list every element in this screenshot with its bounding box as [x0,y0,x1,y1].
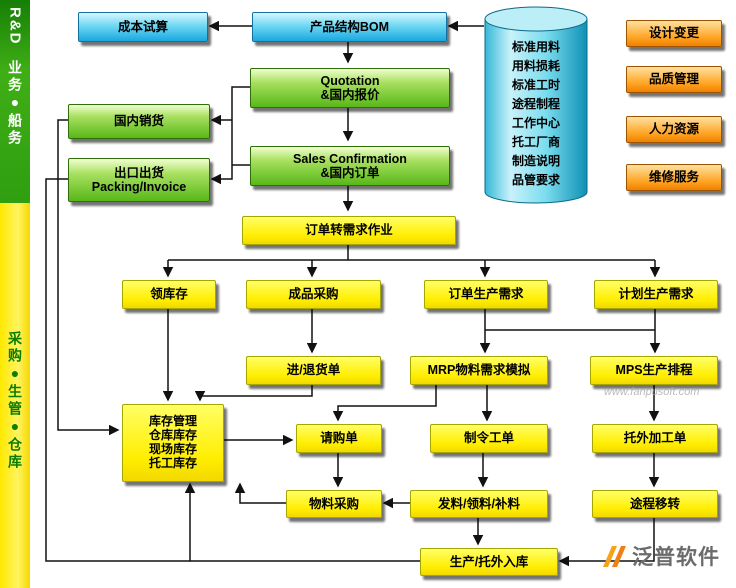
node-export-shipment-line1: 出口出货 [113,165,164,180]
node-outsourcing-order-label: 托外加工单 [623,431,687,446]
node-mrp-simulation-label: MRP物料需求模拟 [427,363,531,378]
node-quality-management-label: 品质管理 [648,72,699,87]
node-material-issue-label: 发料/领料/补料 [438,496,520,511]
node-human-resources-label: 人力资源 [648,122,699,137]
node-purchase-requisition-label: 请购单 [320,431,358,446]
node-cost-trial-label: 成本试算 [117,19,168,34]
brand-logo-icon [603,545,626,567]
node-inventory-line: 托工库存 [148,455,197,470]
node-master-data-cylinder: 标准用料 用料损耗 标准工时 途程制程 工作中心 托工厂商 制造说明 品管要求 [484,6,588,204]
cylinder-line: 标准用料 [511,40,560,54]
node-order-production-demand-label: 订单生产需求 [448,287,524,302]
node-production-inbound: 生产/托外入库 [420,548,558,576]
node-domestic-sales-label: 国内销货 [113,114,164,129]
cylinder-line: 托工厂商 [511,135,560,149]
node-finished-goods-purchase: 成品采购 [246,280,381,309]
node-material-issue: 发料/领料/补料 [410,490,548,518]
node-design-change: 设计变更 [626,20,722,47]
cylinder-text: 标准用料 用料损耗 标准工时 途程制程 工作中心 托工厂商 制造说明 品管要求 [484,38,588,190]
node-cost-trial: 成本试算 [78,12,208,42]
node-planned-production-demand: 计划生产需求 [594,280,718,309]
node-product-bom: 产品结构BOM [252,12,447,42]
node-receipt-return-note-label: 进/退货单 [286,363,341,378]
node-quotation-line2: &国内报价 [320,88,380,102]
node-quotation-line1: Quotation [320,73,380,88]
node-sales-confirmation: Sales Confirmation &国内订单 [250,146,450,186]
sidebar-rd-business-strip: R&D 业务●船务 [0,0,30,203]
node-product-bom-label: 产品结构BOM [309,19,390,34]
node-route-transfer: 途程移转 [592,490,718,518]
node-sales-confirmation-line2: &国内订单 [320,166,380,180]
node-purchase-requisition: 请购单 [296,424,382,453]
node-route-transfer-label: 途程移转 [629,496,680,511]
node-export-shipment-line2: Packing/Invoice [91,180,187,194]
node-pick-stock-label: 领库存 [150,287,188,302]
node-order-production-demand: 订单生产需求 [424,280,548,309]
node-quality-management: 品质管理 [626,66,722,93]
cylinder-line: 途程制程 [511,97,560,111]
cylinder-line: 标准工时 [511,78,560,92]
node-inventory-line: 仓库库存 [148,428,197,443]
node-inventory-line: 库存管理 [148,414,197,429]
node-domestic-sales: 国内销货 [68,104,210,139]
brand-watermark: 泛普软件 [600,541,720,571]
watermark-url: www.fanpusoft.com [604,386,700,398]
node-material-purchase-label: 物料采购 [308,496,359,511]
node-mps-scheduling-label: MPS生产排程 [615,363,693,378]
node-planned-production-demand-label: 计划生产需求 [618,287,694,302]
node-human-resources: 人力资源 [626,116,722,143]
sidebar-business-label: 业务●船务 [7,60,23,147]
node-work-order-label: 制令工单 [463,431,514,446]
cylinder-line: 制造说明 [511,154,560,168]
node-maintenance-service: 维修服务 [626,164,722,191]
node-quotation: Quotation &国内报价 [250,68,450,108]
cylinder-line: 品管要求 [511,173,560,187]
sidebar-rd-label: R&D [6,7,24,46]
node-sales-confirmation-line1: Sales Confirmation [293,151,407,166]
node-design-change-label: 设计变更 [648,26,699,41]
node-production-inbound-label: 生产/托外入库 [449,554,529,569]
node-inventory-management: 库存管理 仓库库存 现场库存 托工库存 [122,404,224,482]
node-maintenance-service-label: 维修服务 [648,170,699,185]
cylinder-shape [484,6,588,204]
node-mps-scheduling: MPS生产排程 [590,356,718,385]
node-inventory-line: 现场库存 [148,442,197,456]
node-work-order: 制令工单 [430,424,548,453]
sidebar-purchase-strip: 采购●生管●仓库 [0,203,30,588]
node-receipt-return-note: 进/退货单 [246,356,381,385]
brand-name: 泛普软件 [632,546,720,569]
node-material-purchase: 物料采购 [286,490,382,518]
cylinder-line: 工作中心 [511,116,560,130]
node-export-shipment: 出口出货 Packing/Invoice [68,158,210,202]
node-outsourcing-order: 托外加工单 [592,424,718,453]
node-finished-goods-purchase-label: 成品采购 [288,287,339,302]
sidebar-purchase-label: 采购●生管●仓库 [7,331,23,471]
node-order-to-demand-label: 订单转需求作业 [305,223,393,238]
cylinder-line: 用料损耗 [511,59,560,73]
node-mrp-simulation: MRP物料需求模拟 [410,356,548,385]
node-pick-stock: 领库存 [122,280,216,309]
node-order-to-demand: 订单转需求作业 [242,216,456,245]
